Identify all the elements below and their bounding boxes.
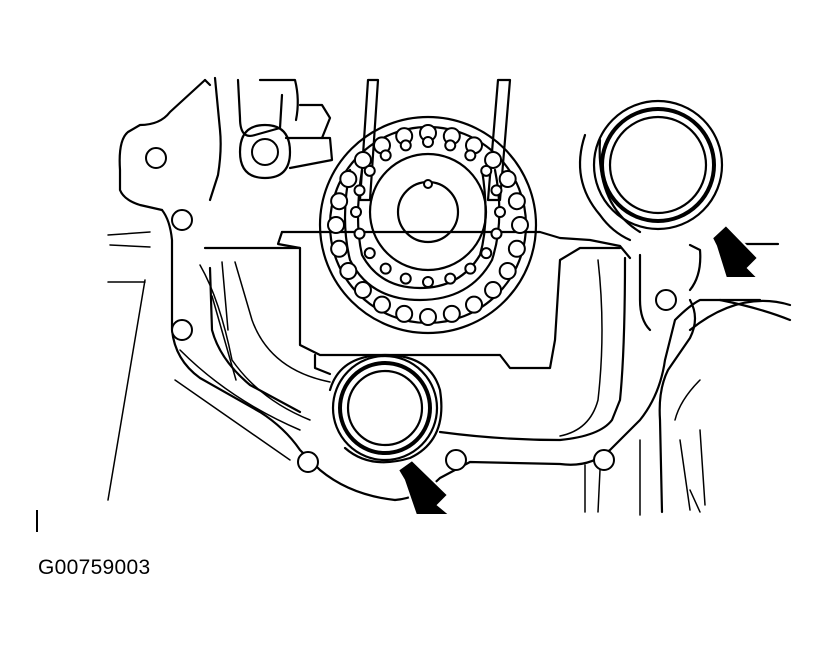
chain-roller (363, 247, 376, 260)
sprocket-tooth (442, 304, 461, 323)
sprocket-tooth (353, 150, 372, 169)
sprocket-tooth (507, 192, 526, 211)
timing-chain (343, 78, 512, 302)
chain-roller (464, 262, 477, 275)
chain-roller (494, 206, 506, 218)
sprocket-tooth (498, 170, 517, 188)
sprocket-tooth (498, 262, 517, 280)
sprocket-tooth (465, 295, 483, 314)
sprocket-tooth (353, 281, 372, 300)
chain-roller (350, 206, 362, 218)
bolt-holes (145, 138, 677, 473)
sprocket-tooth (339, 262, 358, 280)
sprocket-tooth (484, 150, 503, 169)
chain-roller (353, 184, 366, 197)
sprocket-tooth (484, 281, 503, 300)
sprocket-tooth (327, 216, 345, 234)
chain-roller (363, 164, 376, 177)
arrow-icon-right (710, 223, 761, 279)
crankshaft-oil-seal-bottom (328, 353, 443, 464)
chain-roller (353, 227, 366, 240)
figure-code: G00759003 (38, 556, 151, 579)
chain-roller (379, 149, 392, 162)
sprocket-tooth (395, 304, 414, 323)
chain-roller (399, 272, 412, 285)
sprocket-tooth (330, 192, 349, 211)
chain-roller (422, 136, 434, 148)
margin-tick-mark (36, 510, 38, 532)
sprocket-tooth (511, 216, 529, 234)
sprocket-tooth (339, 170, 358, 188)
chain-roller (379, 262, 392, 275)
chain-roller (444, 272, 457, 285)
camshaft-oil-seal-right (592, 99, 724, 234)
sprocket-tooth (507, 239, 526, 258)
sprocket-tooth (330, 239, 349, 258)
arrow-icon-bottom (396, 458, 453, 516)
chain-roller (444, 139, 457, 152)
crankshaft-sprocket (318, 115, 538, 335)
chain-roller (480, 247, 493, 260)
chain-roller (490, 227, 503, 240)
sprocket-tooth (419, 308, 437, 326)
chain-roller (399, 139, 412, 152)
chain-roller (480, 164, 493, 177)
chain-roller (490, 184, 503, 197)
chain-roller (422, 276, 434, 288)
sprocket-tooth (373, 295, 391, 314)
chain-roller (464, 149, 477, 162)
